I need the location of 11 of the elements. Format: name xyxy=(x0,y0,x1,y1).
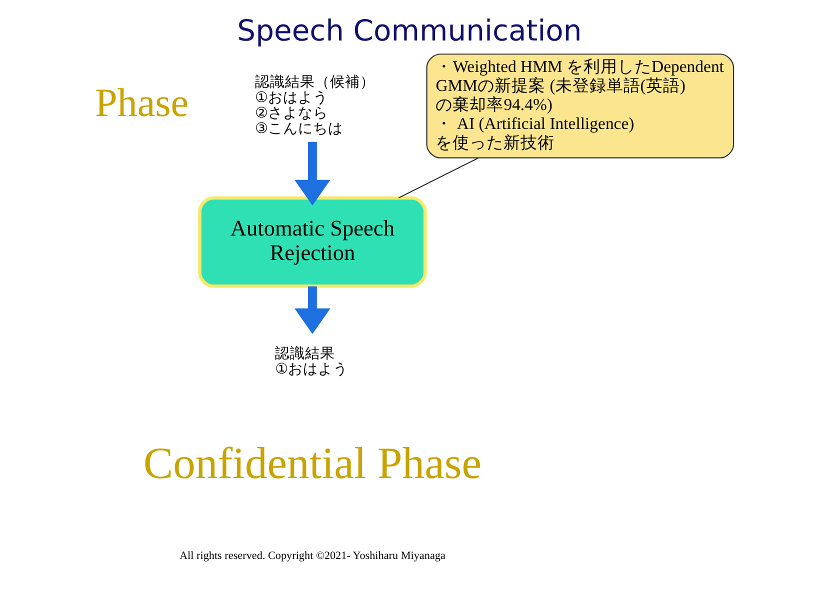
label: Phase xyxy=(94,80,189,125)
diagram-title: Speech Communication xyxy=(237,14,582,48)
node-box: Automatic Speech Rejection xyxy=(198,196,427,288)
node-text: 認識結果 ①おはよう xyxy=(275,346,348,378)
label: All rights reserved. Copyright ©2021- Yoshiharu Miyanaga xyxy=(180,550,446,562)
node-box: ・Weighted HMM を利用したDependent GMMの新提案 (未登録単語(英語)の棄却率94.4%) ・ AI (Artificial Intelligence)を使った新技術 xyxy=(426,54,734,158)
label: Confidential Phase xyxy=(143,438,482,488)
arrow xyxy=(294,286,330,334)
arrow xyxy=(294,142,330,206)
connector xyxy=(398,157,479,198)
node-text: 認識結果（候補） ①おはよう ②さよなら ③こんにちは xyxy=(255,74,376,138)
